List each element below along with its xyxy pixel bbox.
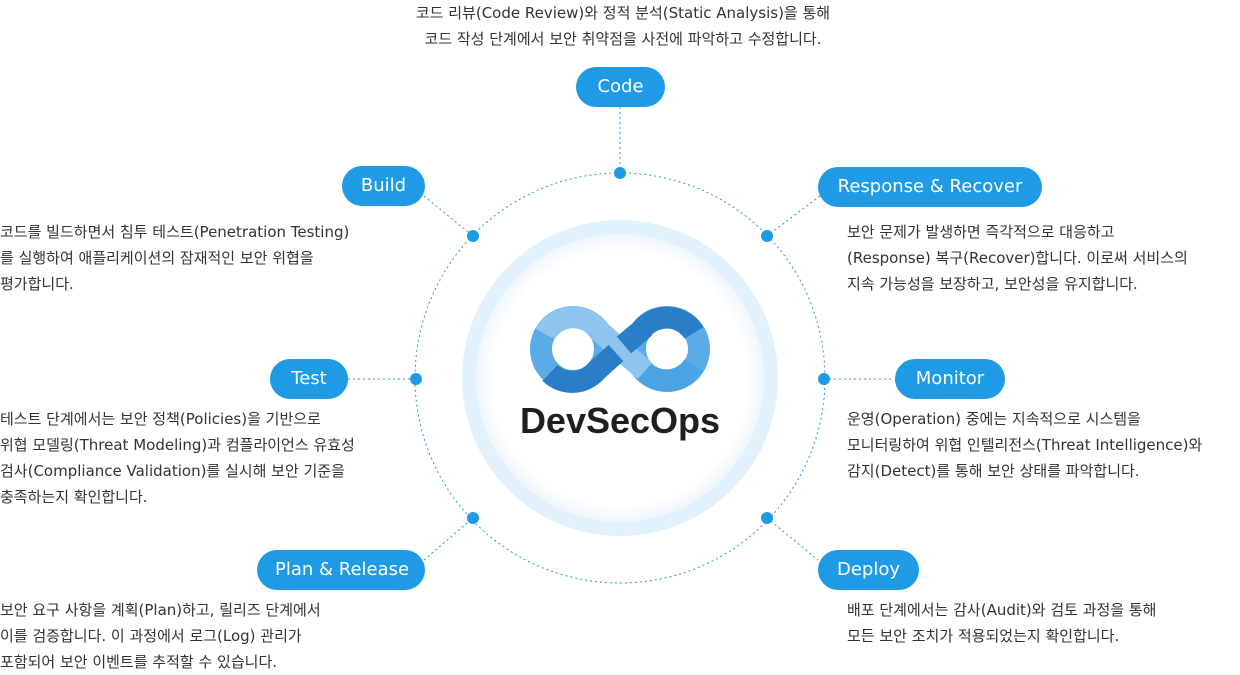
node-monitor [818,373,830,385]
monitor-desc-line: 모니터링하여 위협 인텔리전스(Threat Intelligence)와 [847,436,1203,454]
stage-deploy-button[interactable]: Deploy [818,550,919,590]
stage-monitor-button[interactable]: Monitor [895,359,1005,399]
test-desc-line: 검사(Compliance Validation)를 실시해 보안 기준을 [0,462,345,480]
connector-build [423,195,474,237]
inner-disc [476,234,764,522]
response-desc-line: 보안 문제가 발생하면 즉각적으로 대응하고 [847,223,1115,241]
stage-response-recover-button[interactable]: Response & Recover [818,167,1042,207]
deploy-desc-line: 모든 보안 조치가 적용되었는지 확인합니다. [847,627,1120,645]
deploy-desc-line: 배포 단계에서는 감사(Audit)와 검토 과정을 통해 [847,601,1157,619]
stage-code-button[interactable]: Code [576,67,665,107]
stage-test-button[interactable]: Test [270,359,348,399]
node-build [467,230,479,242]
test-desc-line: 테스트 단계에서는 보안 정책(Policies)을 기반으로 [0,410,321,428]
node-test [410,373,422,385]
response-description: 보안 문제가 발생하면 즉각적으로 대응하고 (Response) 복구(Rec… [847,219,1237,297]
test-desc-line: 위협 모델링(Threat Modeling)과 컴플라이언스 유효성 [0,436,355,454]
node-deploy [761,512,773,524]
node-response [761,230,773,242]
connector-deploy [766,517,819,561]
response-desc-line: (Response) 복구(Recover)합니다. 이로써 서비스의 [847,249,1188,267]
node-plan [467,512,479,524]
stage-plan-release-button[interactable]: Plan & Release [257,550,425,590]
deploy-description: 배포 단계에서는 감사(Audit)와 검토 과정을 통해 모든 보안 조치가 … [847,597,1237,649]
test-description: 테스트 단계에서는 보안 정책(Policies)을 기반으로 위협 모델링(T… [0,406,400,510]
plan-description: 보안 요구 사항을 계획(Plan)하고, 릴리즈 단계에서 이를 검증합니다.… [0,597,400,675]
build-desc-line: 평가합니다. [0,275,74,293]
code-desc-line: 코드 리뷰(Code Review)와 정적 분석(Static Analysi… [415,4,831,22]
build-desc-line: 코드를 빌드하면서 침투 테스트(Penetration Testing) [0,223,350,241]
monitor-description: 운영(Operation) 중에는 지속적으로 시스템을 모니터링하여 위협 인… [847,406,1237,484]
plan-desc-line: 이를 검증합니다. 이 과정에서 로그(Log) 관리가 [0,627,302,645]
monitor-desc-line: 감지(Detect)를 통해 보안 상태를 파악합니다. [847,462,1140,480]
build-description: 코드를 빌드하면서 침투 테스트(Penetration Testing) 를 … [0,219,400,297]
test-desc-line: 충족하는지 확인합니다. [0,488,148,506]
node-code [614,167,626,179]
code-desc-line: 코드 작성 단계에서 보안 취약점을 사전에 파악하고 수정합니다. [424,30,822,48]
connector-plan [423,517,474,561]
response-desc-line: 지속 가능성을 보장하고, 보안성을 유지합니다. [847,275,1138,293]
build-desc-line: 를 실행하여 애플리케이션의 잠재적인 보안 위협을 [0,249,314,267]
monitor-desc-line: 운영(Operation) 중에는 지속적으로 시스템을 [847,410,1141,428]
center-title: DevSecOps [519,400,721,441]
connector-response [766,195,821,237]
stage-build-button[interactable]: Build [342,166,425,206]
plan-desc-line: 포함되어 보안 이벤트를 추적할 수 있습니다. [0,653,278,671]
plan-desc-line: 보안 요구 사항을 계획(Plan)하고, 릴리즈 단계에서 [0,601,321,619]
code-description: 코드 리뷰(Code Review)와 정적 분석(Static Analysi… [393,0,853,52]
infinity-logo-icon [530,306,710,393]
